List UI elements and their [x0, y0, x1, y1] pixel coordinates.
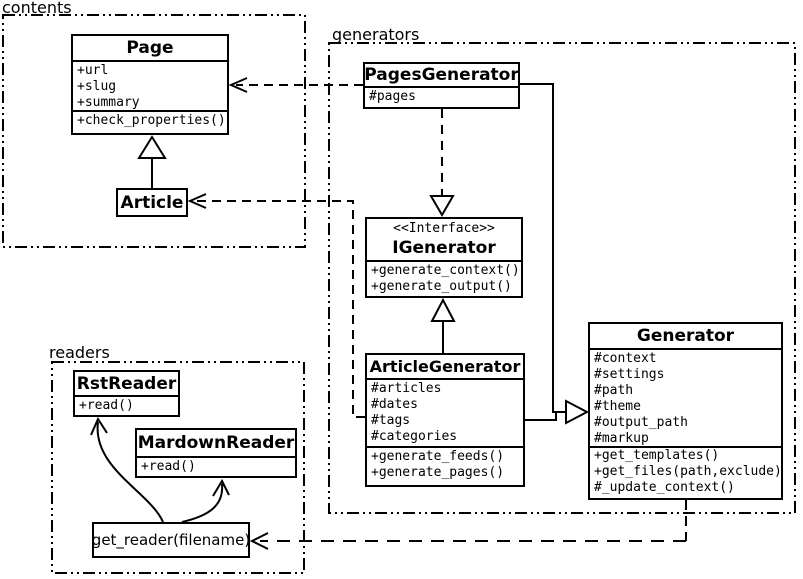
- class-pages-generator[interactable]: PagesGenerator #pages: [363, 62, 520, 109]
- class-generator[interactable]: Generator #context #settings #path #them…: [588, 322, 783, 500]
- contents-package-label: contents: [2, 0, 72, 17]
- class-article-generator-methods: +generate_feeds() +generate_pages(): [367, 446, 523, 481]
- contents-package-border: [2, 14, 306, 248]
- class-igenerator-stereotype: <<Interface>>: [393, 220, 495, 236]
- class-igenerator-methods: +generate_context() +generate_output(): [367, 260, 521, 294]
- class-rst-reader[interactable]: RstReader +read(): [73, 370, 180, 417]
- readers-package-label: readers: [49, 343, 110, 362]
- arrow-get-reader-to-mardownreader: [181, 478, 230, 523]
- class-mardown-reader[interactable]: MardownReader +read(): [135, 428, 297, 478]
- arrow-pagesgenerator-to-page: [228, 77, 363, 93]
- class-page-methods: +check_properties(): [73, 110, 227, 129]
- arrow-generator-to-get-reader: [249, 500, 687, 550]
- readers-package-border: [51, 361, 305, 574]
- class-article-generator-title: ArticleGenerator: [369, 357, 521, 376]
- arrow-articlegenerator-realizes-igenerator: [430, 297, 456, 353]
- arrow-article-extends-page: [137, 135, 167, 188]
- get-reader-label: get_reader(filename): [91, 531, 251, 549]
- class-igenerator[interactable]: <<Interface>> IGenerator +generate_conte…: [365, 217, 523, 298]
- class-rst-reader-title: RstReader: [76, 373, 177, 394]
- class-igenerator-title: IGenerator: [392, 237, 496, 258]
- class-generator-title: Generator: [636, 326, 735, 346]
- generators-package-label: generators: [332, 25, 420, 44]
- class-page-title: Page: [126, 38, 174, 58]
- arrow-articlegenerator-to-article: [187, 193, 365, 418]
- arrow-get-reader-to-rstreader: [90, 416, 164, 523]
- get-reader-node[interactable]: get_reader(filename): [92, 522, 250, 558]
- class-article-title: Article: [120, 192, 184, 213]
- class-article-generator[interactable]: ArticleGenerator #articles #dates #tags …: [365, 353, 525, 487]
- arrow-pagesgenerator-realizes-igenerator: [429, 109, 455, 217]
- class-igenerator-header: <<Interface>> IGenerator: [367, 219, 521, 260]
- class-mardown-reader-title: MardownReader: [137, 433, 295, 453]
- class-page-attributes: +url +slug +summary: [73, 60, 227, 110]
- class-pages-generator-attributes: #pages: [365, 86, 518, 105]
- class-generator-attributes: #context #settings #path #theme #output_…: [590, 348, 781, 446]
- class-mardown-reader-methods: +read(): [137, 456, 295, 474]
- class-article[interactable]: Article: [116, 188, 188, 217]
- arrow-generators-extend-generator: [520, 83, 590, 425]
- class-page[interactable]: Page +url +slug +summary +check_properti…: [71, 34, 229, 135]
- class-article-generator-attributes: #articles #dates #tags #categories: [367, 378, 523, 446]
- class-rst-reader-methods: +read(): [75, 395, 178, 413]
- class-pages-generator-title: PagesGenerator: [365, 65, 518, 85]
- class-generator-methods: +get_templates() +get_files(path,exclude…: [590, 446, 781, 494]
- generators-package-border: [328, 42, 796, 514]
